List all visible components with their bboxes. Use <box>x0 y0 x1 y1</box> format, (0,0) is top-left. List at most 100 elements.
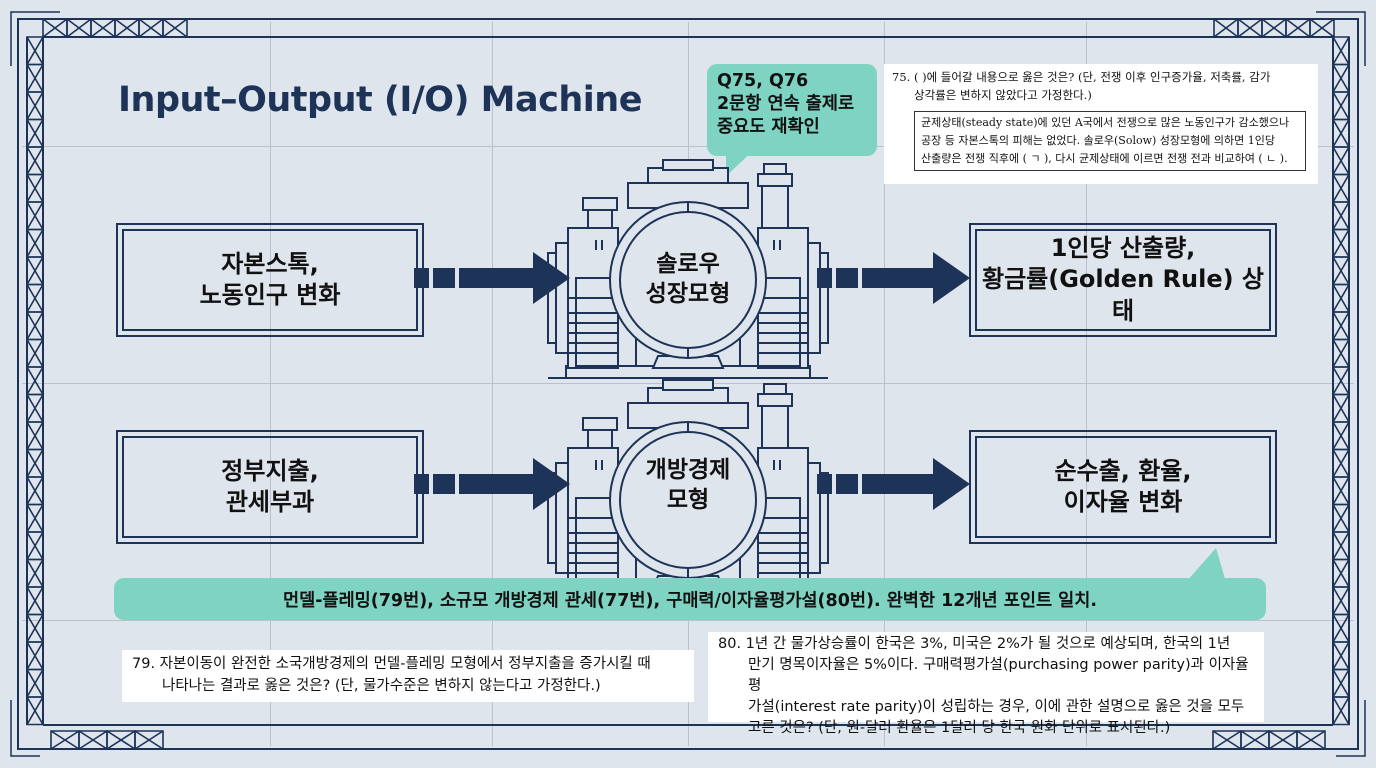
truss-segment <box>1268 730 1298 750</box>
truss-segment <box>1296 730 1326 750</box>
output-label: 1인당 산출량, 황금률(Golden Rule) 상태 <box>975 229 1271 331</box>
truss-segment <box>26 36 44 66</box>
output-box-solow: 1인당 산출량, 황금률(Golden Rule) 상태 <box>969 223 1277 337</box>
truss-segment <box>26 118 44 148</box>
truss-segment <box>1332 311 1350 341</box>
truss-segment <box>1261 18 1287 38</box>
grid-line <box>270 22 271 746</box>
truss-segment <box>1332 531 1350 561</box>
machine-label-solow: 솔로우 성장모형 <box>645 251 731 307</box>
callout-summary: 먼델-플레밍(79번), 소규모 개방경제 관세(77번), 구매력/이자율평가… <box>114 578 1266 620</box>
truss-segment <box>26 613 44 643</box>
question-75-stem-line2: 상각률은 변하지 않았다고 가정한다.) <box>914 88 1092 103</box>
truss-segment <box>1332 201 1350 231</box>
truss-segment <box>26 531 44 561</box>
truss-segment <box>114 18 140 38</box>
truss-segment <box>26 256 44 286</box>
passage-line: 균제상태(steady state)에 있던 A국에서 전쟁으로 많은 노동인구… <box>921 115 1290 129</box>
truss-segment <box>26 63 44 93</box>
truss-segment <box>26 173 44 203</box>
truss-segment <box>26 366 44 396</box>
grid-line <box>22 146 1354 147</box>
truss-segment <box>1332 283 1350 313</box>
truss-segment <box>26 641 44 671</box>
truss-segment <box>1332 558 1350 588</box>
grid-line <box>492 22 493 746</box>
truss-segment <box>26 283 44 313</box>
truss-segment <box>66 18 92 38</box>
truss-segment <box>134 730 164 750</box>
passage-line: 산출량은 전쟁 직후에 ( ㄱ ), 다시 균제상태에 이르면 전쟁 전과 비교… <box>921 152 1288 166</box>
truss-segment <box>138 18 164 38</box>
question-80-line4: 고른 것은? (단, 원-달러 환율은 1달러 당 한국 원화 단위로 표시된다… <box>748 720 1171 737</box>
truss-segment <box>1332 641 1350 671</box>
truss-segment <box>1332 256 1350 286</box>
truss-segment <box>50 730 80 750</box>
input-box-open-economy: 정부지출, 관세부과 <box>116 430 424 544</box>
output-label: 순수출, 환율, 이자율 변화 <box>975 436 1271 538</box>
truss-segment <box>1309 18 1335 38</box>
truss-segment <box>1332 173 1350 203</box>
passage-line: 공장 등 자본스톡의 피해는 없었다. 솔로우(Solow) 성장모형에 의하면… <box>921 133 1276 147</box>
question-80-line1: 80. 1년 간 물가상승률이 한국은 3%, 미국은 2%가 될 것으로 예상… <box>718 636 1231 652</box>
truss-segment <box>1237 18 1263 38</box>
truss-segment <box>26 421 44 451</box>
truss-segment <box>90 18 116 38</box>
truss-segment <box>1332 421 1350 451</box>
callout-bottom-tail <box>1186 548 1226 582</box>
page-title: Input–Output (I/O) Machine <box>118 80 642 120</box>
truss-segment <box>26 586 44 616</box>
truss-segment <box>1332 613 1350 643</box>
truss-segment <box>1332 366 1350 396</box>
question-79-line1: 79. 자본이동이 완전한 소국개방경제의 먼델-플레밍 모형에서 정부지출을 … <box>132 656 651 672</box>
truss-segment <box>1332 36 1350 66</box>
question-80-line3: 가설(interest rate parity)이 성립하는 경우, 이에 관한… <box>748 699 1245 716</box>
machine-label-open-economy: 개방경제 모형 <box>645 457 731 513</box>
truss-segment <box>1332 503 1350 533</box>
output-box-open-economy: 순수출, 환율, 이자율 변화 <box>969 430 1277 544</box>
question-79-card: 79. 자본이동이 완전한 소국개방경제의 먼델-플레밍 모형에서 정부지출을 … <box>122 650 694 702</box>
callout-q75-q76: Q75, Q76 2문항 연속 출제로 중요도 재확인 <box>707 64 877 156</box>
truss-segment <box>1332 228 1350 258</box>
truss-segment <box>106 730 136 750</box>
truss-segment <box>26 91 44 121</box>
truss-segment <box>26 201 44 231</box>
truss-segment <box>26 558 44 588</box>
question-80-card: 80. 1년 간 물가상승률이 한국은 3%, 미국은 2%가 될 것으로 예상… <box>708 632 1264 736</box>
input-box-solow: 자본스톡, 노동인구 변화 <box>116 223 424 337</box>
truss-segment <box>1285 18 1311 38</box>
truss-segment <box>26 311 44 341</box>
question-75-card: 75. ( )에 들어갈 내용으로 옳은 것은? (단, 전쟁 이후 인구증가율… <box>884 64 1318 184</box>
truss-segment <box>162 18 188 38</box>
question-80-line2: 만기 명목이자율은 5%이다. 구매력평가설(purchasing power … <box>748 657 1249 695</box>
truss-segment <box>26 476 44 506</box>
truss-segment <box>26 503 44 533</box>
truss-segment <box>26 338 44 368</box>
truss-segment <box>26 393 44 423</box>
grid-line <box>1086 22 1087 746</box>
truss-segment <box>26 668 44 698</box>
grid-line <box>884 22 885 746</box>
grid-line <box>22 620 1354 621</box>
truss-segment <box>1332 91 1350 121</box>
truss-segment <box>26 448 44 478</box>
truss-segment <box>1332 338 1350 368</box>
truss-segment <box>1332 63 1350 93</box>
question-75-passage-box: 균제상태(steady state)에 있던 A국에서 전쟁으로 많은 노동인구… <box>914 110 1306 172</box>
truss-segment <box>26 146 44 176</box>
callout-tail <box>726 150 754 176</box>
truss-segment <box>1332 476 1350 506</box>
input-label: 정부지출, 관세부과 <box>122 436 418 538</box>
truss-segment <box>1332 393 1350 423</box>
question-79-line2: 나타나는 결과로 옳은 것은? (단, 물가수준은 변하지 않는다고 가정한다.… <box>162 677 601 694</box>
truss-segment <box>1332 668 1350 698</box>
question-75-stem-line1: 75. ( )에 들어갈 내용으로 옳은 것은? (단, 전쟁 이후 인구증가율… <box>892 70 1271 84</box>
truss-segment <box>1213 18 1239 38</box>
truss-segment <box>1332 146 1350 176</box>
truss-segment <box>26 228 44 258</box>
truss-segment <box>1332 118 1350 148</box>
truss-segment <box>1332 586 1350 616</box>
truss-segment <box>26 696 44 726</box>
truss-segment <box>1332 696 1350 726</box>
